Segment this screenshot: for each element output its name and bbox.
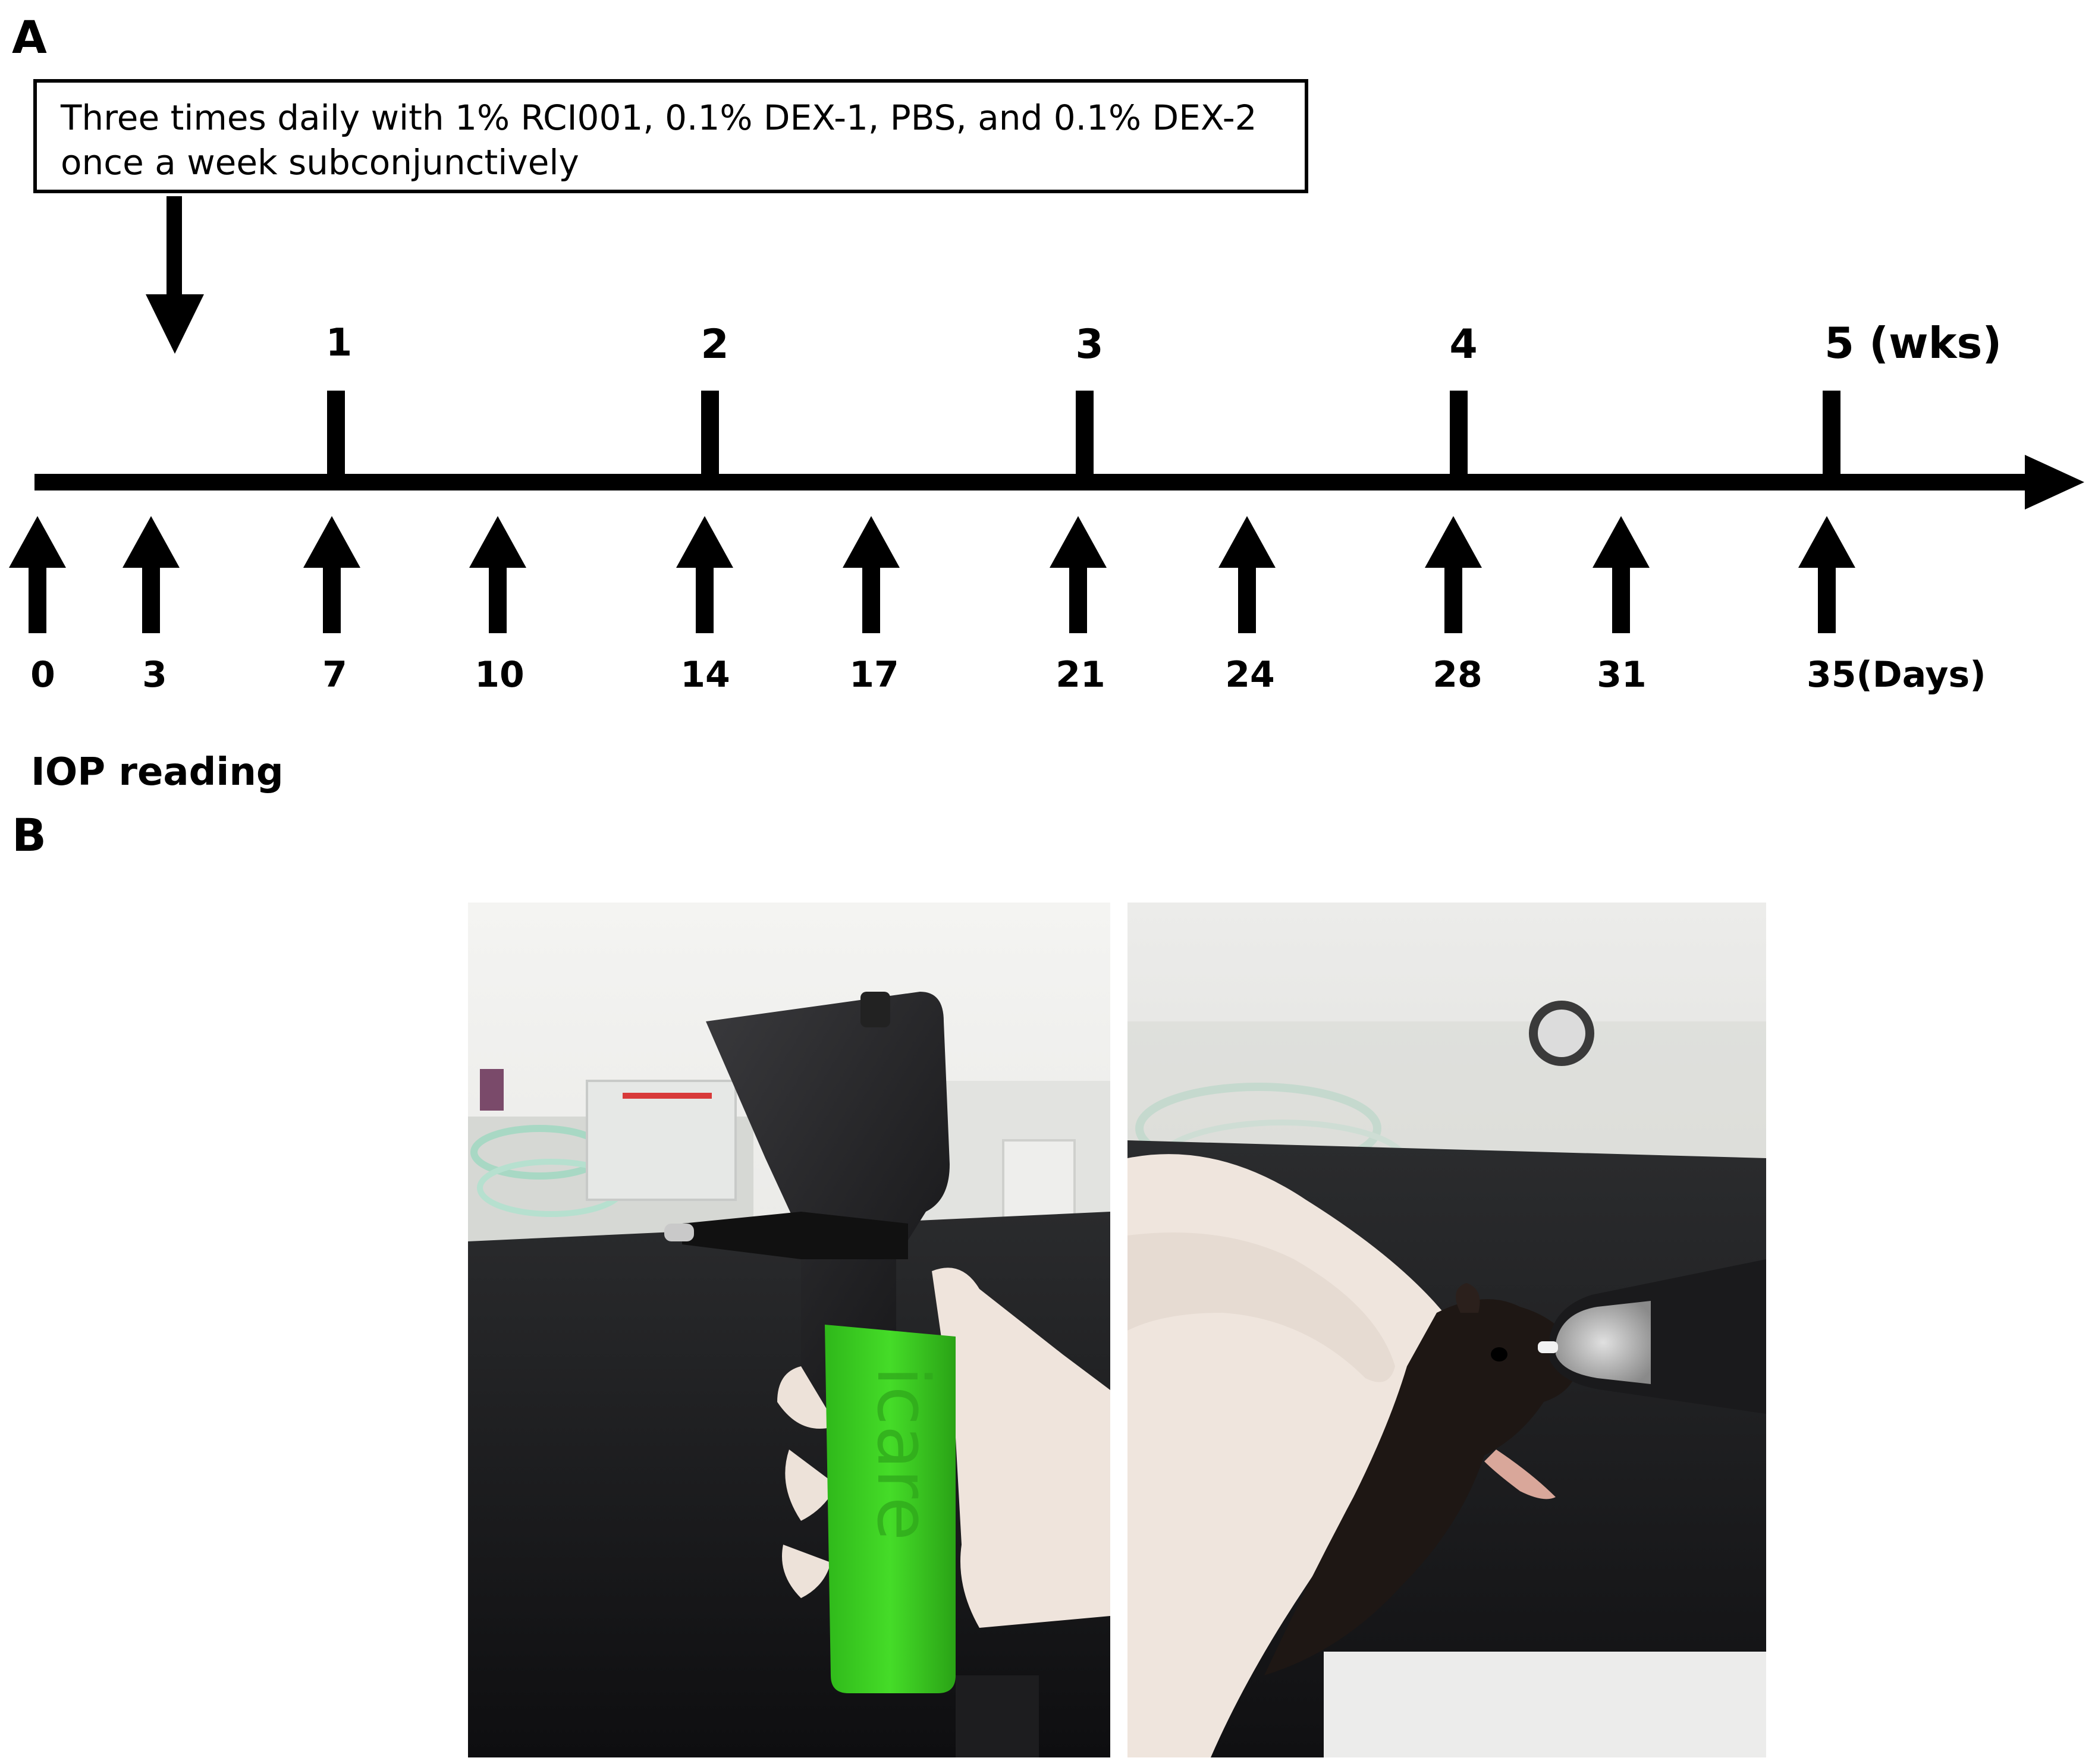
iop-reading-arrow (676, 516, 733, 633)
panel-b-letter: B (12, 809, 46, 861)
week-tick-3 (1076, 391, 1094, 480)
treatment-note-line-2: once a week subconjunctively (61, 142, 579, 183)
iop-reading-arrow (1425, 516, 1482, 633)
iop-reading-label: IOP reading (31, 750, 284, 794)
iop-reading-arrow (843, 516, 900, 633)
iop-reading-arrow (9, 516, 66, 633)
day-label-10: 10 (475, 654, 524, 696)
iop-reading-arrow (1593, 516, 1650, 633)
iop-reading-arrow (469, 516, 526, 633)
day-label-31: 31 (1597, 654, 1647, 696)
week-tick-5 (1823, 391, 1840, 480)
week-tick-2 (701, 391, 719, 480)
day-label-7: 7 (322, 654, 347, 696)
iop-reading-arrow (1218, 516, 1276, 633)
week-label-4: 4 (1449, 321, 1477, 368)
week-label-1: 1 (326, 321, 353, 365)
device-brand-text: icare (861, 1366, 944, 1540)
day-label-28: 28 (1433, 654, 1482, 696)
day-label-35: 35(Days) (1807, 654, 1986, 696)
iop-reading-arrow (1050, 516, 1107, 633)
week-tick-1 (327, 391, 345, 480)
iop-reading-arrow (303, 516, 360, 633)
timeline-axis (34, 455, 2084, 510)
iop-reading-arrow (1798, 516, 1855, 633)
panel-a-letter: A (12, 11, 47, 64)
mouse-measurement-photo (1127, 903, 1766, 1757)
week-label-5: 5 (wks) (1824, 318, 2002, 368)
week-label-3: 3 (1075, 321, 1103, 368)
day-label-14: 14 (680, 654, 730, 696)
treatment-start-arrow (146, 196, 204, 354)
week-tick-4 (1450, 391, 1468, 480)
week-label-2: 2 (701, 321, 728, 368)
iop-reading-arrow (123, 516, 180, 633)
day-label-0: 0 (30, 654, 55, 696)
treatment-note-line-1: Three times daily with 1% RCI001, 0.1% D… (61, 98, 1257, 138)
day-label-3: 3 (142, 654, 167, 696)
day-label-24: 24 (1225, 654, 1275, 696)
day-label-21: 21 (1056, 654, 1105, 696)
tonometer-photo: icare (468, 903, 1110, 1757)
day-label-17: 17 (849, 654, 899, 696)
treatment-note-box: Three times daily with 1% RCI001, 0.1% D… (33, 79, 1308, 193)
timeline-diagram: 1 2 3 4 5 (wks) 0 3 7 10 14 17 21 24 28 … (9, 196, 2084, 696)
